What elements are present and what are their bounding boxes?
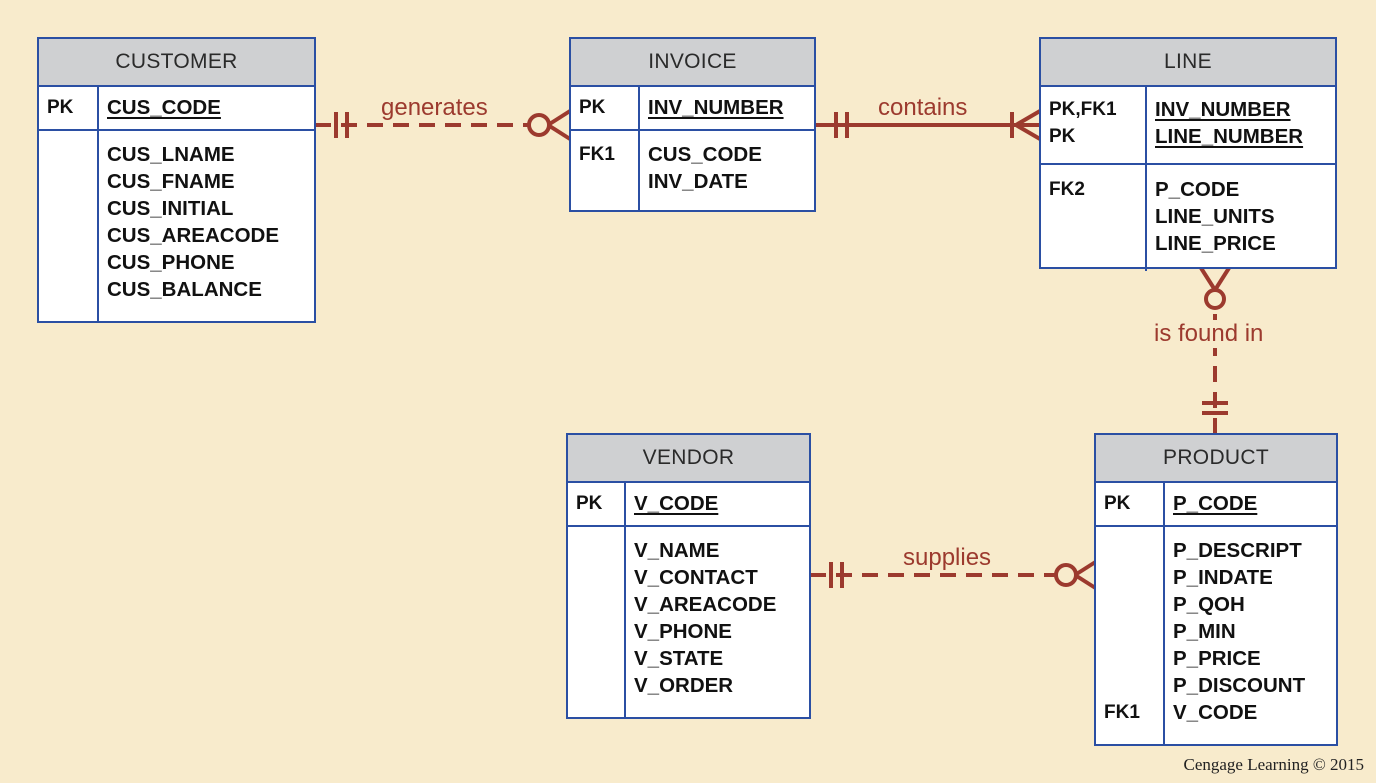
invoice-pk-section: PK INV_NUMBER xyxy=(571,87,814,131)
primary-key-attribute: CUS_CODE xyxy=(107,96,221,119)
attribute: V_ORDER xyxy=(634,674,734,697)
line-pk-section: PK,FK1 PK INV_NUMBER LINE_NUMBER xyxy=(1041,87,1335,165)
invoice-title: INVOICE xyxy=(571,39,814,87)
customer-attributes-section: CUS_LNAME CUS_FNAME CUS_INITIAL CUS_AREA… xyxy=(39,131,314,323)
vendor-attributes-section: V_NAME V_CONTACT V_AREACODE V_PHONE V_ST… xyxy=(568,527,809,719)
attribute: CUS_AREACODE xyxy=(107,224,279,247)
attribute: P_PRICE xyxy=(1173,647,1261,670)
attribute: P_MIN xyxy=(1173,620,1236,643)
primary-key-attribute: INV_NUMBER xyxy=(1155,98,1291,121)
product-title: PRODUCT xyxy=(1096,435,1336,483)
attribute: P_DESCRIPT xyxy=(1173,539,1302,562)
attribute: V_PHONE xyxy=(634,620,732,643)
pk-fk-label: PK,FK1 xyxy=(1049,99,1117,120)
primary-key-attribute: INV_NUMBER xyxy=(648,96,784,119)
attribute: CUS_PHONE xyxy=(107,251,235,274)
attribute: CUS_FNAME xyxy=(107,170,235,193)
attribute: INV_DATE xyxy=(648,170,748,193)
pk-label: PK xyxy=(576,493,603,514)
attribute: LINE_UNITS xyxy=(1155,205,1275,228)
supplies-connector xyxy=(810,559,1099,591)
generates-label: generates xyxy=(381,94,488,121)
attribute: P_INDATE xyxy=(1173,566,1273,589)
vendor-pk-section: PK V_CODE xyxy=(568,483,809,527)
attribute: CUS_LNAME xyxy=(107,143,235,166)
customer-pk-section: PK CUS_CODE xyxy=(39,87,314,131)
line-entity: LINE PK,FK1 PK INV_NUMBER LINE_NUMBER FK… xyxy=(1039,37,1337,271)
attribute: LINE_PRICE xyxy=(1155,232,1276,255)
supplies-label: supplies xyxy=(903,544,992,571)
attribute: V_CONTACT xyxy=(634,566,758,589)
fk-label: FK1 xyxy=(1104,702,1140,723)
fk-label: FK1 xyxy=(579,144,615,165)
attribute: P_CODE xyxy=(1155,178,1240,201)
contains-label: contains xyxy=(878,94,968,121)
attribute: V_CODE xyxy=(1173,701,1258,724)
product-pk-section: PK P_CODE xyxy=(1096,483,1336,527)
line-attributes-section: FK2 P_CODE LINE_UNITS LINE_PRICE xyxy=(1041,165,1335,271)
pk-label: PK xyxy=(1049,126,1076,147)
copyright-credit: Cengage Learning © 2015 xyxy=(1183,755,1364,774)
contains-connector xyxy=(815,109,1042,141)
line-title: LINE xyxy=(1041,39,1335,87)
invoice-attributes-section: FK1 CUS_CODE INV_DATE xyxy=(571,131,814,212)
product-attributes-section: FK1 P_DESCRIPT P_INDATE P_QOH P_MIN P_PR… xyxy=(1096,527,1336,746)
attribute: P_DISCOUNT xyxy=(1173,674,1306,697)
attribute: CUS_CODE xyxy=(648,143,762,166)
attribute: CUS_BALANCE xyxy=(107,278,262,301)
is-found-in-connector xyxy=(1199,266,1231,433)
vendor-title: VENDOR xyxy=(568,435,809,483)
attribute: CUS_INITIAL xyxy=(107,197,234,220)
attribute: V_STATE xyxy=(634,647,724,670)
product-entity: PRODUCT PK P_CODE FK1 P_DESCRIPT P_INDAT… xyxy=(1094,433,1338,746)
invoice-entity: INVOICE PK INV_NUMBER FK1 CUS_CODE INV_D… xyxy=(569,37,816,212)
pk-label: PK xyxy=(1104,493,1131,514)
pk-label: PK xyxy=(579,97,606,118)
customer-title: CUSTOMER xyxy=(39,39,314,87)
fk-label: FK2 xyxy=(1049,179,1085,200)
primary-key-attribute: P_CODE xyxy=(1173,492,1258,515)
attribute: V_AREACODE xyxy=(634,593,777,616)
vendor-entity: VENDOR PK V_CODE V_NAME V_CONTACT V_AREA… xyxy=(566,433,811,719)
is-found-in-label: is found in xyxy=(1154,320,1264,348)
attribute: P_QOH xyxy=(1173,593,1245,616)
primary-key-attribute: V_CODE xyxy=(634,492,719,515)
pk-label: PK xyxy=(47,97,74,118)
attribute: V_NAME xyxy=(634,539,720,562)
generates-connector xyxy=(315,109,572,141)
customer-entity: CUSTOMER PK CUS_CODE CUS_LNAME CUS_FNAME… xyxy=(37,37,316,323)
primary-key-attribute: LINE_NUMBER xyxy=(1155,125,1304,148)
